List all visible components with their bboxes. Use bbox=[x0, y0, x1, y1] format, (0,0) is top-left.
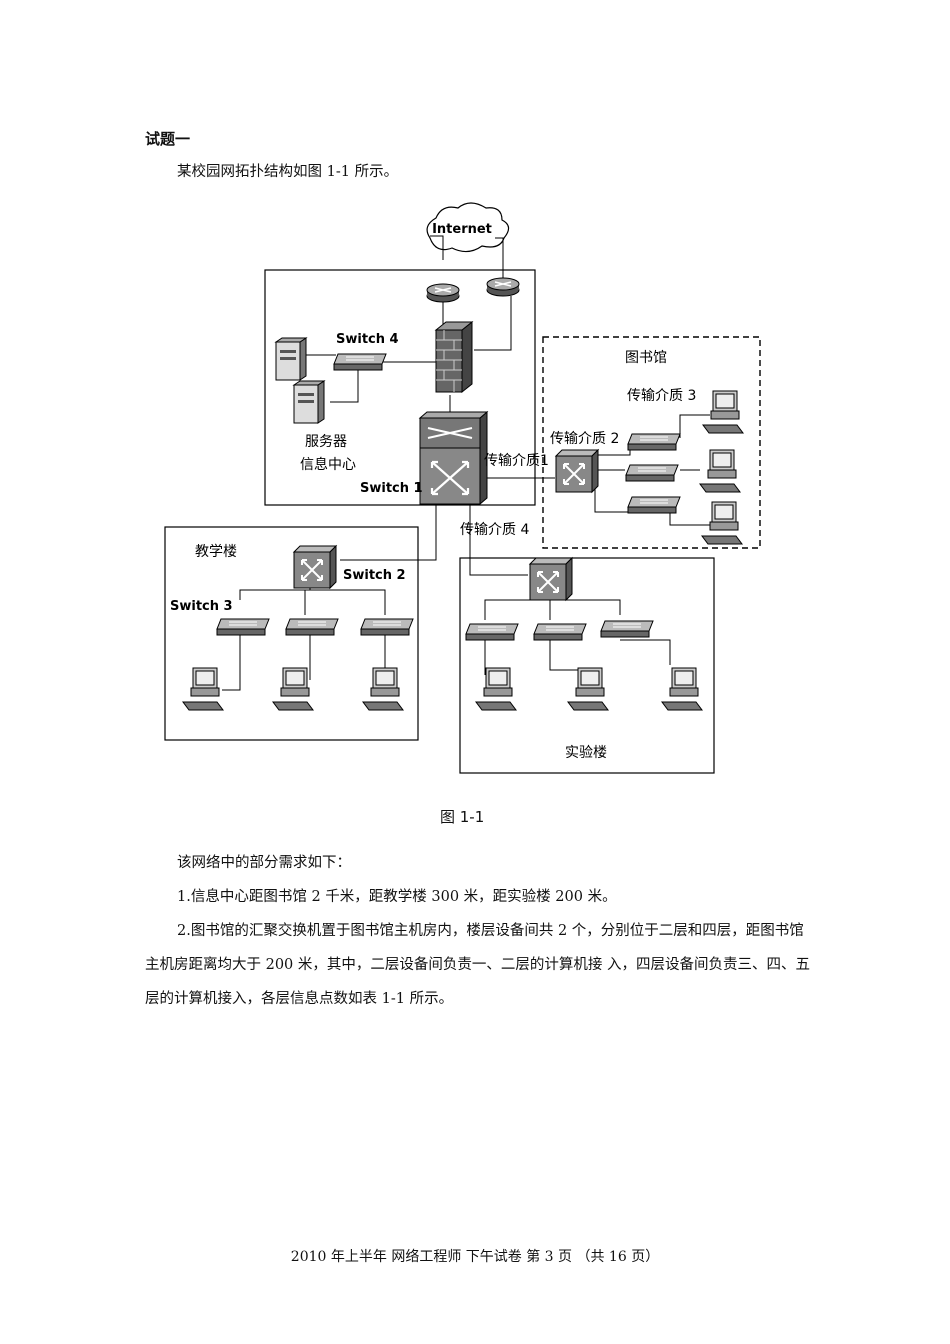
switch-1-icon bbox=[418, 410, 489, 506]
requirement-2: 2.图书馆的汇聚交换机置于图书馆主机房内，楼层设备间共 2 个，分别位于二层和四… bbox=[145, 923, 810, 1007]
library-aggregation-switch-icon bbox=[555, 449, 599, 493]
lab-building-label: 实验楼 bbox=[565, 745, 607, 761]
teaching-pc-3-icon bbox=[362, 667, 404, 711]
lab-aggregation-switch-icon bbox=[529, 557, 573, 601]
teaching-floor-switch-2-icon bbox=[285, 618, 339, 636]
library-area bbox=[542, 336, 761, 549]
lab-pc-1-icon bbox=[475, 667, 517, 711]
library-pc-3-icon bbox=[701, 501, 743, 545]
requirement-1: 1.信息中心距图书馆 2 千米，距教学楼 300 米，距实验楼 200 米。 bbox=[177, 889, 617, 905]
teaching-building-area bbox=[164, 526, 419, 741]
switch-3-label: Switch 3 bbox=[170, 599, 233, 614]
firewall-icon bbox=[434, 320, 474, 394]
lab-floor-switch-2-icon bbox=[533, 623, 587, 641]
library-pc-1-icon bbox=[702, 390, 744, 434]
library-floor-switch-1-icon bbox=[627, 433, 681, 451]
teaching-floor-switch-3-icon bbox=[360, 618, 414, 636]
library-floor-switch-3-icon bbox=[627, 496, 681, 514]
library-label: 图书馆 bbox=[625, 350, 667, 366]
lab-floor-switch-1-icon bbox=[465, 623, 519, 641]
server-1-icon bbox=[275, 337, 307, 381]
medium-1-label: 传输介质1 bbox=[484, 453, 549, 469]
lab-floor-switch-3-icon bbox=[600, 620, 654, 638]
page-footer: 2010 年上半年 网络工程师 下午试卷 第 3 页 （共 16 页） bbox=[290, 1249, 660, 1265]
library-pc-2-icon bbox=[699, 449, 741, 493]
teaching-pc-1-icon bbox=[182, 667, 224, 711]
router-1-icon bbox=[426, 283, 460, 303]
lab-building-area bbox=[459, 557, 715, 774]
switch-2-icon bbox=[293, 545, 337, 589]
network-topology-diagram: Internet bbox=[164, 202, 761, 774]
teaching-pc-2-icon bbox=[272, 667, 314, 711]
router-2-icon bbox=[486, 277, 520, 297]
switch-2-label: Switch 2 bbox=[343, 568, 406, 583]
switch-4-label: Switch 4 bbox=[336, 332, 399, 347]
medium-3-label: 传输介质 3 bbox=[627, 388, 696, 404]
question-intro: 某校园网拓扑结构如图 1-1 所示。 bbox=[177, 164, 399, 180]
medium-4-label: 传输介质 4 bbox=[460, 522, 529, 538]
info-center-label: 信息中心 bbox=[300, 456, 356, 473]
switch-4-icon bbox=[333, 353, 387, 371]
internet-label: Internet bbox=[432, 222, 492, 237]
teaching-building-label: 教学楼 bbox=[195, 544, 237, 560]
medium-2-label: 传输介质 2 bbox=[550, 431, 619, 447]
server-2-icon bbox=[293, 380, 325, 424]
switch-1-label: Switch 1 bbox=[360, 481, 423, 496]
teaching-floor-switch-1-icon bbox=[216, 618, 270, 636]
lab-pc-2-icon bbox=[567, 667, 609, 711]
internet-cloud-icon bbox=[426, 202, 510, 253]
lab-pc-3-icon bbox=[661, 667, 703, 711]
info-center-area bbox=[264, 269, 536, 506]
figure-caption: 图 1-1 bbox=[440, 808, 485, 826]
requirements-intro: 该网络中的部分需求如下： bbox=[177, 855, 351, 871]
library-floor-switch-2-icon bbox=[625, 464, 679, 482]
server-label: 服务器 bbox=[305, 434, 347, 450]
question-heading: 试题一 bbox=[145, 130, 191, 148]
